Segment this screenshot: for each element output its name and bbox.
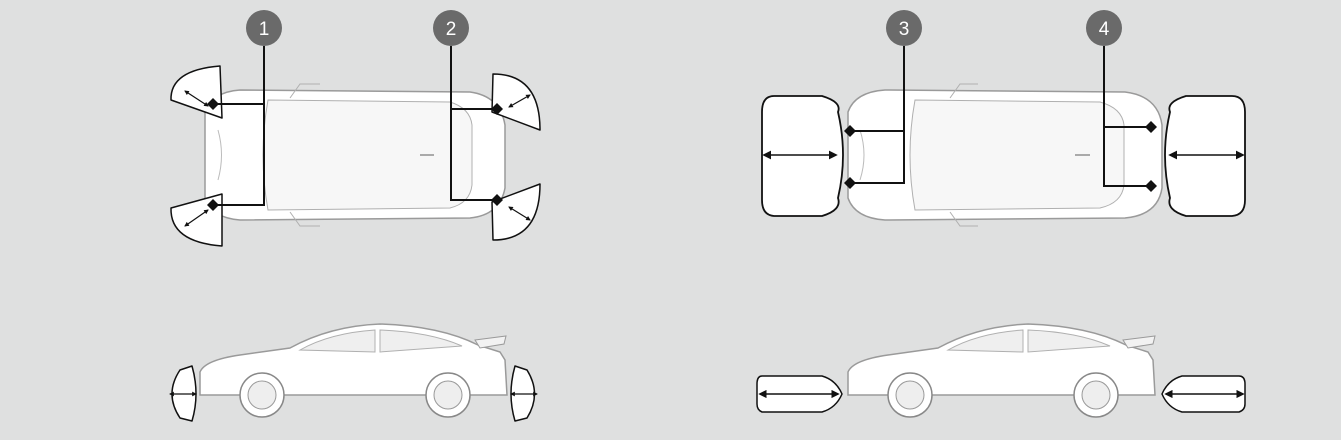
- callout-2-badge: 2: [433, 10, 469, 46]
- callout-1-leader: [207, 46, 265, 211]
- callout-badge-icon: [886, 10, 922, 46]
- callout-badge-icon: [433, 10, 469, 46]
- callout-badge-icon: [1086, 10, 1122, 46]
- callout-4-badge: 4: [1086, 10, 1122, 46]
- callout-3-badge: 3: [886, 10, 922, 46]
- sensor-zone-side-rear-left: [510, 365, 538, 422]
- callout-4-leader: [1103, 46, 1157, 192]
- callout-1-badge: 1: [246, 10, 282, 46]
- sensor-zone-side-rear-center: [1161, 375, 1246, 413]
- sensor-zone-front-center: [761, 95, 844, 217]
- sensor-marker: [207, 98, 219, 110]
- sensor-zone-rear-center: [1164, 95, 1246, 217]
- callout-2-leader: [450, 46, 503, 206]
- sensor-zone-side-front-left: [169, 365, 197, 422]
- sensor-marker: [844, 125, 856, 137]
- sensor-marker: [1145, 180, 1157, 192]
- callout-1-label: 1: [259, 19, 270, 40]
- sensor-zone-front-left-corner: [170, 65, 223, 119]
- callout-3-label: 3: [899, 19, 910, 40]
- sensor-marker: [844, 177, 856, 189]
- callout-badge-icon: [246, 10, 282, 46]
- sensor-marker: [207, 199, 219, 211]
- sensor-zone-side-front-center: [756, 375, 843, 413]
- callout-2-label: 2: [446, 19, 457, 40]
- callout-3-leader: [844, 46, 905, 189]
- sensor-marker: [491, 103, 503, 115]
- car-top-view-right: [847, 83, 1163, 227]
- callout-4-label: 4: [1099, 19, 1110, 40]
- car-side-view-right: [847, 323, 1156, 418]
- sensor-marker: [1145, 121, 1157, 133]
- sensor-zone-rear-left-corner: [491, 73, 541, 131]
- sensor-zone-rear-right-corner: [491, 183, 541, 241]
- car-side-view-left: [199, 323, 508, 418]
- sensor-marker: [491, 194, 503, 206]
